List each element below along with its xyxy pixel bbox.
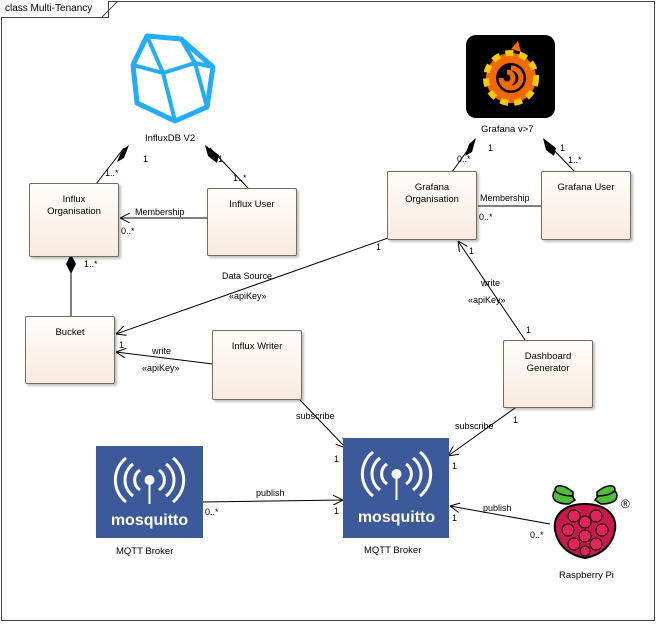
dashboard-generator-label: Dashboard Generator: [524, 351, 572, 374]
pi-publish-link: [450, 506, 551, 525]
mult-writer-subscribe: 1: [334, 454, 340, 464]
mult-data-source-source: 1: [376, 242, 382, 252]
data-source-link: [116, 237, 389, 334]
generator-write-stereotype: «apiKey»: [468, 295, 506, 305]
mosquitto-center-wordmark: mosquitto: [358, 509, 436, 526]
broker-publish-link: [202, 500, 343, 502]
registered-mark: ®: [621, 497, 630, 511]
frame-tab-corner: [102, 1, 119, 18]
raspberry-pi-logo-icon: [552, 485, 618, 560]
mult-pi-publish-source: 0..*: [530, 530, 544, 540]
mult-generator-subscribe-target: 1: [452, 461, 458, 471]
mult-generator-source: 1: [526, 325, 532, 335]
broker-publish-label: publish: [256, 488, 285, 498]
grafana-user-composition: [543, 138, 576, 173]
influxdb-logo-icon: [130, 33, 216, 124]
frame-title: class Multi-Tenancy: [1, 1, 110, 18]
influxdb-user-composition: [205, 145, 249, 189]
mult-broker-publish-source: 0..*: [205, 507, 219, 517]
mqtt-broker-center-caption: MQTT Broker: [364, 545, 422, 556]
class-influx-organisation[interactable]: Influx Organisation: [29, 183, 119, 257]
grafana-logo-icon: [466, 35, 555, 118]
influx-writer-label: Influx Writer: [231, 341, 283, 352]
grafana-org-composition: [451, 138, 476, 173]
mult-org-bucket: 1..*: [84, 259, 98, 269]
mult-influxdb-org-many: 1..*: [105, 168, 119, 178]
class-influx-user[interactable]: Influx User: [207, 188, 297, 256]
mqtt-broker-left-caption: MQTT Broker: [116, 546, 174, 557]
mult-influx-membership: 0..*: [121, 226, 135, 236]
class-dashboard-generator[interactable]: Dashboard Generator: [503, 340, 593, 408]
influx-user-label: Influx User: [229, 199, 275, 210]
mult-influxdb-user-many: 1..*: [233, 173, 247, 183]
bucket-label: Bucket: [55, 327, 85, 338]
mult-grafana-user-many: 1..*: [568, 155, 582, 165]
writer-subscribe-link: [299, 399, 346, 448]
mosquitto-left-logo-icon: mosquitto: [96, 446, 203, 538]
generator-grafana-link: [458, 241, 526, 341]
raspberry-pi-caption: Raspberry Pi: [559, 570, 614, 581]
influxdb-caption: InfluxDB V2: [145, 133, 196, 144]
mult-influxdb-org-1: 1: [143, 154, 149, 164]
mult-grafana-membership: 0..*: [479, 212, 493, 222]
class-bucket[interactable]: Bucket: [25, 316, 115, 384]
grafana-user-label: Grafana User: [557, 182, 615, 193]
mult-generator-subscribe-source: 1: [513, 415, 519, 425]
mult-grafana-org-many: 0..*: [457, 154, 471, 164]
mult-influxdb-user-1: 1: [218, 154, 224, 164]
generator-subscribe-label: subscribe: [455, 421, 494, 431]
data-source-stereotype: «apiKey»: [229, 291, 267, 301]
pi-publish-label: publish: [483, 503, 512, 513]
grafana-membership-label: Membership: [480, 193, 530, 203]
mult-pi-publish-target: 1: [452, 513, 458, 523]
mult-grafana-org-1: 1: [488, 143, 494, 153]
mosquitto-left-wordmark: mosquitto: [111, 512, 189, 529]
generator-write-label: write: [481, 278, 501, 288]
org-bucket-composition: [66, 254, 76, 316]
mosquitto-center-logo-icon: mosquitto: [343, 438, 449, 538]
generator-subscribe-link: [448, 407, 516, 456]
influx-membership-label: Membership: [135, 207, 185, 217]
class-influx-writer[interactable]: Influx Writer: [212, 330, 302, 400]
mult-broker-publish-target: 1: [334, 506, 340, 516]
class-grafana-user[interactable]: Grafana User: [541, 171, 631, 240]
influxdb-org-composition: [95, 145, 129, 185]
class-grafana-organisation[interactable]: Grafana Organisation: [387, 171, 477, 240]
mult-generator-grafana-target: 1: [469, 246, 475, 256]
data-source-label: Data Source: [222, 271, 273, 281]
grafana-caption: Grafana v>7: [481, 124, 534, 135]
mult-writer-bucket-target: 1: [119, 340, 125, 350]
writer-write-stereotype: «apiKey»: [142, 363, 180, 373]
writer-bucket-link: [116, 352, 214, 365]
mult-grafana-user-1: 1: [560, 143, 566, 153]
grafana-organisation-label: Grafana Organisation: [405, 182, 459, 205]
influx-organisation-label: Influx Organisation: [47, 194, 101, 217]
writer-write-label: write: [152, 346, 172, 356]
writer-subscribe-label: subscribe: [296, 411, 335, 421]
